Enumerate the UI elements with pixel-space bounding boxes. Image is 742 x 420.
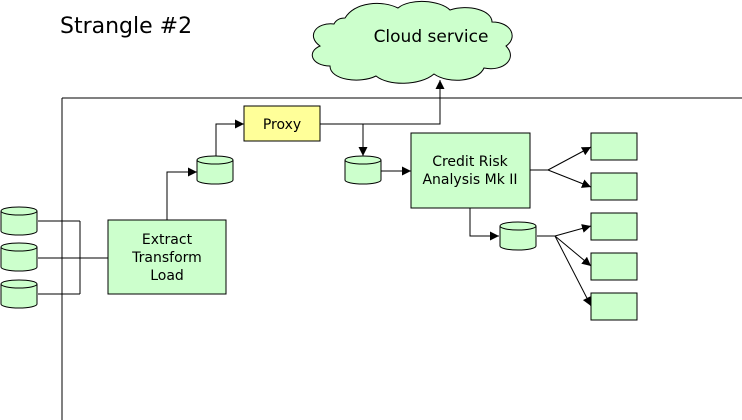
database-icon — [196, 155, 234, 185]
database-icon — [499, 221, 537, 251]
etl-rect — [107, 219, 227, 295]
etl-label-line-1: Extract — [142, 232, 193, 248]
output-box — [590, 292, 638, 321]
credit-risk-label-line-1: Credit Risk — [432, 154, 508, 170]
output-box — [590, 212, 638, 241]
credit-risk-box: Credit Risk Analysis Mk II — [410, 132, 531, 209]
proxy-box: Proxy — [243, 105, 321, 142]
database-icon — [0, 206, 38, 236]
proxy-rect — [243, 105, 321, 142]
proxy-label: Proxy — [263, 117, 301, 133]
connectors — [38, 80, 592, 307]
output-box — [590, 132, 638, 161]
output-box — [590, 252, 638, 281]
credit-risk-rect — [410, 132, 531, 209]
cloud-service-label: Cloud service — [374, 27, 489, 47]
database-icon — [0, 242, 38, 272]
etl-label-line-2: Transform — [131, 250, 202, 266]
diagram-title: Strangle #2 — [60, 14, 192, 39]
etl-box: Extract Transform Load — [107, 219, 227, 295]
credit-risk-label-line-2: Analysis Mk II — [422, 172, 517, 188]
database-icon — [344, 155, 382, 185]
cloud-service: Cloud service — [311, 1, 513, 84]
database-icon — [0, 279, 38, 309]
cloud-shape — [311, 1, 513, 84]
output-box — [590, 172, 638, 201]
database-icons — [0, 155, 537, 309]
etl-label-line-3: Load — [150, 268, 184, 284]
output-boxes — [590, 132, 638, 321]
